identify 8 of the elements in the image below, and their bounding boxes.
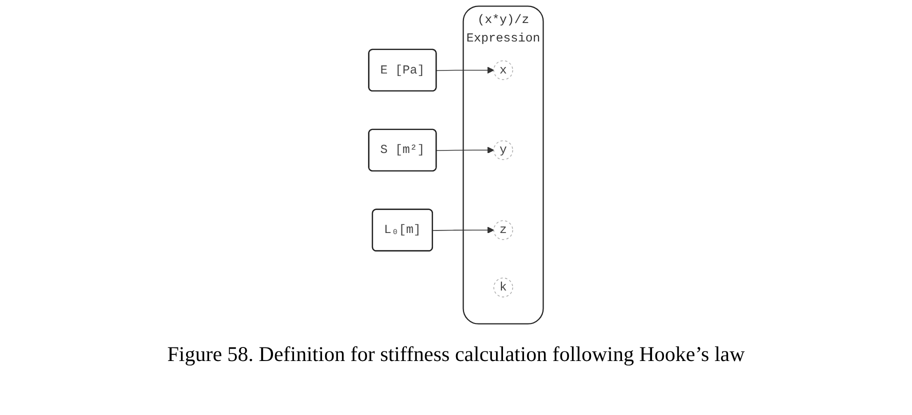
arrow [436,66,494,74]
node-circle: k [493,278,514,298]
arrow [436,146,494,154]
arrow [432,226,494,234]
figure-caption: Figure 58. Definition for stiffness calculation following Hooke’s law [167,342,745,367]
node-circle: y [493,140,514,160]
node-circle: z [493,220,514,240]
node-circle: x [493,60,514,80]
